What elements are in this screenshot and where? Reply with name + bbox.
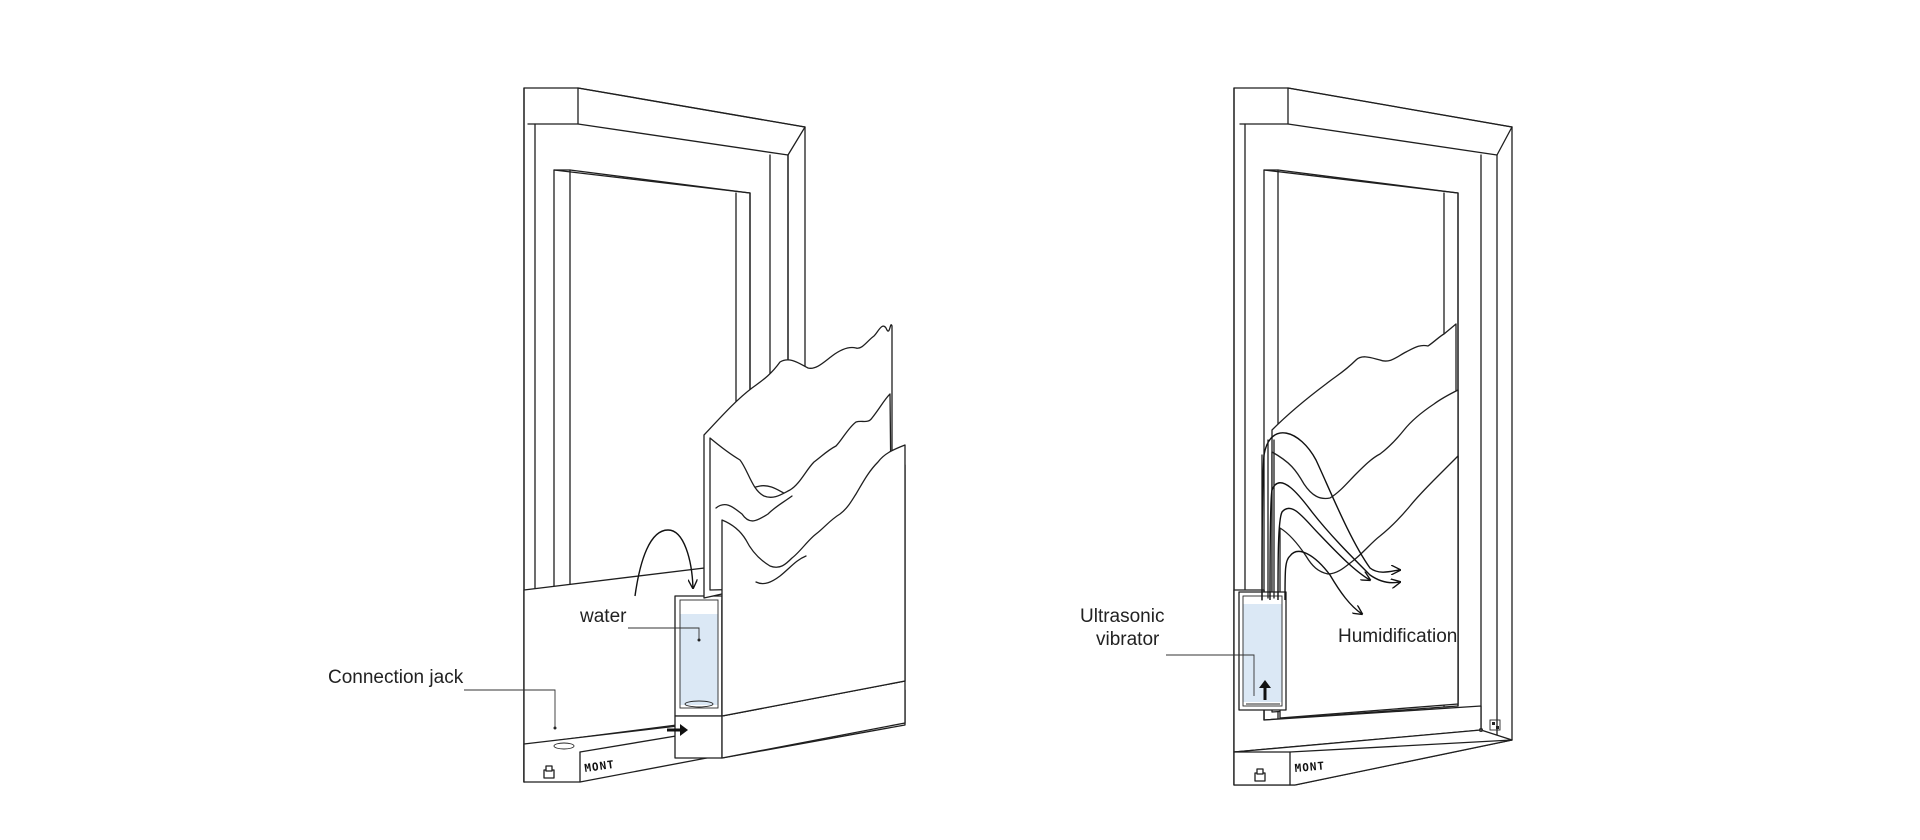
label-ultrasonic-line2: vibrator (1096, 629, 1160, 650)
right-water-tank (1238, 591, 1287, 711)
label-humidification: Humidification (1338, 626, 1457, 647)
label-water: water (579, 606, 627, 627)
water-leader-line (628, 627, 700, 640)
ultrasonic-leader-line (1166, 654, 1255, 696)
left-brand-logo: MONT (584, 758, 616, 775)
right-vibrator-up-arrow (1259, 680, 1271, 700)
left-water-flow-arrow (634, 529, 693, 597)
left-connection-arrow (667, 724, 688, 736)
right-mist-flow-lines (1261, 432, 1400, 614)
label-ultrasonic-line1: Ultrasonic (1080, 606, 1164, 627)
left-inner-screen (553, 169, 751, 591)
right-brand-logo: MONT (1294, 759, 1326, 775)
right-panel-device: MONT (1233, 87, 1513, 786)
right-qr-mark (1478, 719, 1501, 733)
right-base-strip: MONT (1233, 719, 1513, 786)
connection-jack-leader-line (464, 689, 556, 728)
left-moss-layer-front (721, 444, 906, 717)
label-connection-jack: Connection jack (328, 667, 464, 688)
left-panel-device: MONT (523, 87, 906, 783)
right-moss-layer-front (1279, 455, 1459, 719)
